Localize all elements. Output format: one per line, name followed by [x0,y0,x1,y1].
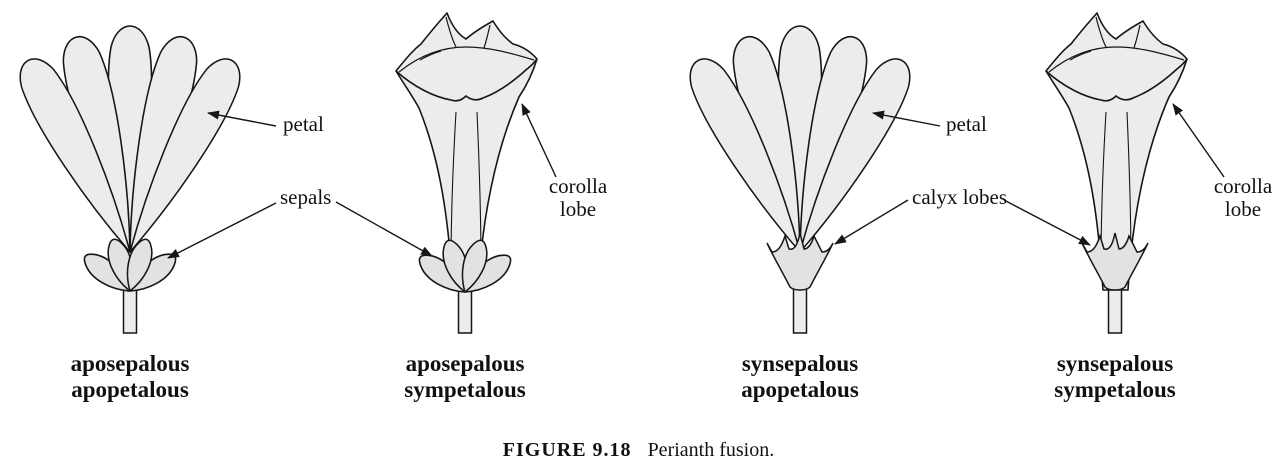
label-corolla-lobe-left-line2: lobe [559,197,597,221]
flower-name-synsepalous-apopetalous: synsepalous apopetalous [700,351,900,403]
flower-name-aposepalous-sympetalous: aposepalous sympetalous [365,351,565,403]
arrow-calyx-to-flower-4 [1003,199,1091,246]
petals-separate [680,26,920,262]
label-petal-left: petal [283,112,324,136]
calyx-fused-cup [766,232,834,291]
arrow-corolla-lobe-left [521,103,557,178]
label-sepals: sepals [280,185,332,209]
label-petal-right: petal [946,112,987,136]
flower-aposepalous-apopetalous [10,26,250,334]
stem [457,285,473,334]
label-corolla-lobe-right: corolla lobe [1203,175,1277,221]
annotation-arrows [167,103,1225,259]
flower-name-aposepalous-apopetalous: aposepalous apopetalous [30,351,230,403]
flower-name-line: aposepalous [405,351,525,376]
arrow-corolla-lobe-right [1172,103,1225,178]
flower-name-line: synsepalous [741,351,859,376]
arrow-petal-left [207,110,277,127]
flower-synsepalous-sympetalous [1045,12,1188,334]
flower-name-line: synsepalous [1056,351,1174,376]
label-corolla-lobe-left: corolla lobe [538,175,618,221]
flower-name-line: apopetalous [71,377,189,402]
stem [792,285,808,334]
label-corolla-lobe-right-line1: corolla [1213,174,1273,198]
figure-caption-text: Perianth fusion. [647,439,775,461]
flower-name-line: aposepalous [70,351,190,376]
label-calyx-lobes: calyx lobes [912,185,1008,209]
label-corolla-lobe-left-line1: corolla [548,174,608,198]
arrow-sepals-to-flower-1 [167,202,277,259]
arrow-calyx-to-flower-3 [834,199,909,245]
flower-synsepalous-apopetalous [680,26,920,334]
figure-caption: FIGURE 9.18 Perianth fusion. [0,439,1277,462]
flower-name-line: apopetalous [741,377,859,402]
calyx-fused-cup [1081,232,1149,291]
petals-separate [10,26,250,262]
flower-name-synsepalous-sympetalous: synsepalous sympetalous [1015,351,1215,403]
flower-name-line: sympetalous [404,377,526,402]
label-corolla-lobe-right-line2: lobe [1224,197,1262,221]
stem [122,285,138,334]
arrow-sepals-to-flower-2 [335,201,433,257]
arrow-petal-right [872,110,941,127]
flower-aposepalous-sympetalous [395,12,538,334]
flower-name-line: sympetalous [1054,377,1176,402]
figure-caption-label: FIGURE 9.18 [502,439,632,461]
stem [1107,285,1123,334]
